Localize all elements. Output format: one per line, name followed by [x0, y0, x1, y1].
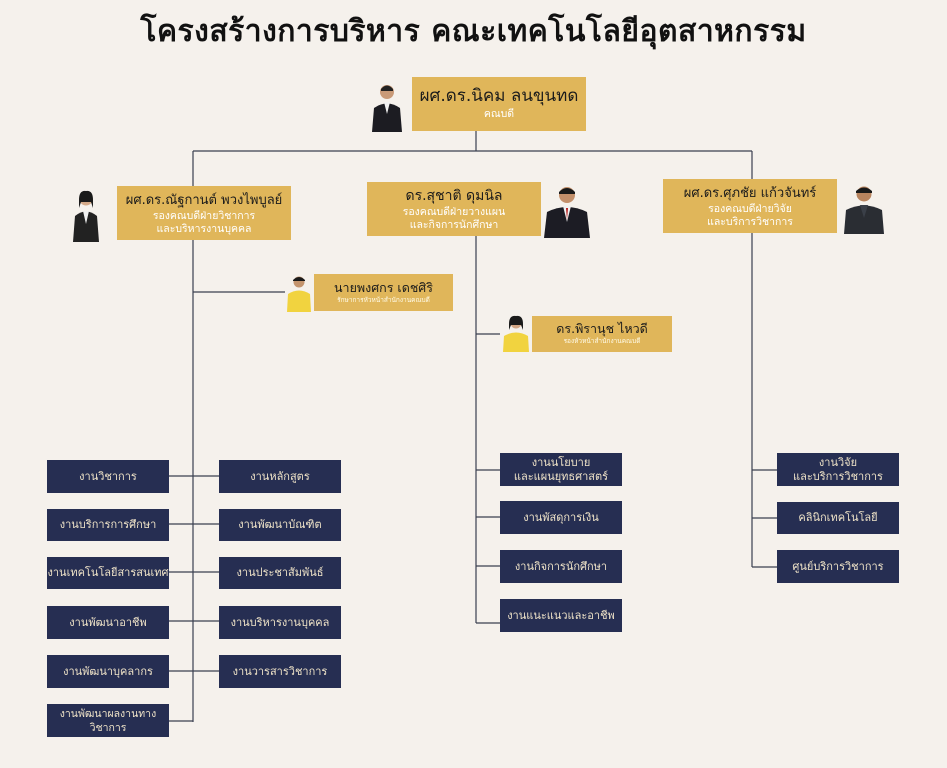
dean-role: คณบดี [483, 108, 515, 120]
unit-guidance-career: งานแนะแนวและอาชีพ [500, 599, 622, 632]
unit-personnel-management: งานบริหารงานบุคคล [219, 606, 341, 639]
vice-academic-box: ผศ.ดร.ณัฐกานต์ พวงไพบูลย์ รองคณบดีฝ่ายวิ… [117, 186, 291, 240]
unit-student-affairs: งานกิจการนักศึกษา [500, 550, 622, 583]
deputy-office-head-box: ดร.พิรานุช ไหวดี รองหัวหน้าสำนักงานคณบดี [532, 316, 672, 352]
office-head-box: นายพงศกร เดชศิริ รักษาการหัวหน้าสำนักงาน… [314, 274, 453, 311]
unit-education-services: งานบริการการศึกษา [47, 509, 169, 541]
unit-academic-affairs: งานวิชาการ [47, 460, 169, 493]
vice-research-name: ผศ.ดร.ศุภชัย แก้วจันทร์ [683, 186, 817, 201]
unit-personnel-development: งานพัฒนาบุคลากร [47, 655, 169, 688]
dean-box: ผศ.ดร.นิคม ลนขุนทด คณบดี [412, 77, 586, 131]
vice-planning-role-1: รองคณบดีฝ่ายวางแผน [402, 206, 506, 218]
vice-academic-name: ผศ.ดร.ณัฐกานต์ พวงไพบูลย์ [125, 193, 283, 208]
unit-academic-works-development: งานพัฒนาผลงานทางวิชาการ [47, 704, 169, 737]
vice-academic-photo [73, 190, 99, 242]
dean-name: ผศ.ดร.นิคม ลนขุนทด [419, 86, 579, 106]
vice-research-photo [844, 186, 884, 234]
office-head-photo [287, 276, 311, 312]
page-title: โครงสร้างการบริหาร คณะเทคโนโลยีอุตสาหกรร… [140, 14, 807, 49]
unit-information-technology: งานเทคโนโลยีสารสนเทศ [47, 557, 169, 589]
office-head-name: นายพงศกร เดชศิริ [334, 280, 433, 295]
dean-photo [372, 85, 402, 132]
vice-academic-role-2: และบริหารงานบุคคล [156, 223, 252, 235]
vice-planning-box: ดร.สุชาติ ดุมนิล รองคณบดีฝ่ายวางแผน และก… [367, 182, 541, 236]
unit-research-services: งานวิจัย และบริการวิชาการ [777, 453, 899, 486]
unit-career-development: งานพัฒนาอาชีพ [47, 606, 169, 639]
deputy-office-head-photo [503, 315, 529, 352]
vice-planning-photo [544, 187, 590, 238]
vice-planning-name: ดร.สุชาติ ดุมนิล [405, 188, 503, 204]
unit-curriculum: งานหลักสูตร [219, 460, 341, 493]
unit-academic-service-center: ศูนย์บริการวิชาการ [777, 550, 899, 583]
unit-academic-journal: งานวารสารวิชาการ [219, 655, 341, 688]
unit-procurement-finance: งานพัสดุการเงิน [500, 501, 622, 534]
deputy-office-head-name: ดร.พิรานุช ไหวดี [556, 321, 648, 336]
office-head-role: รักษาการหัวหน้าสำนักงานคณบดี [337, 296, 430, 304]
unit-graduate-development: งานพัฒนาบัณฑิต [219, 509, 341, 541]
deputy-office-head-role: รองหัวหน้าสำนักงานคณบดี [563, 337, 641, 345]
unit-policy-strategy: งานนโยบาย และแผนยุทธศาสตร์ [500, 453, 622, 486]
vice-academic-role-1: รองคณบดีฝ่ายวิชาการ [152, 210, 256, 222]
vice-research-role-2: และบริการวิชาการ [707, 216, 793, 228]
vice-research-role-1: รองคณบดีฝ่ายวิจัย [708, 203, 792, 215]
vice-planning-role-2: และกิจการนักศึกษา [409, 219, 499, 231]
unit-public-relations: งานประชาสัมพันธ์ [219, 557, 341, 589]
vice-research-box: ผศ.ดร.ศุภชัย แก้วจันทร์ รองคณบดีฝ่ายวิจั… [663, 179, 837, 233]
unit-technology-clinic: คลินิกเทคโนโลยี [777, 502, 899, 534]
